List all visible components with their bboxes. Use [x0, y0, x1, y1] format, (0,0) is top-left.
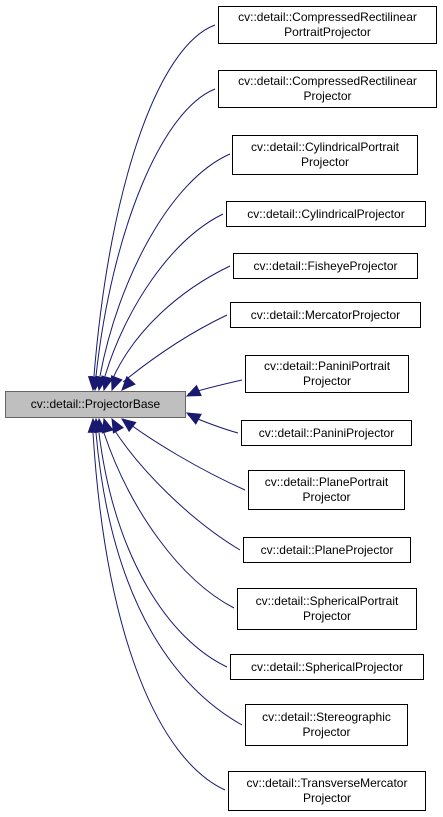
node-label: cv::detail::CylindricalProjector: [247, 206, 405, 221]
node-transverse-mercator-projector[interactable]: cv::detail::TransverseMercator Projector: [228, 771, 426, 811]
inheritance-edge: [92, 432, 226, 791]
inheritance-arrowhead: [121, 375, 136, 391]
node-label-line2: Projector: [302, 609, 352, 623]
inheritance-arrowhead: [87, 417, 101, 433]
node-label-line2: Projector: [302, 791, 352, 805]
node-label: cv::detail::FisheyeProjector: [253, 258, 398, 273]
node-label-line1: cv::detail::CompressedRectilinear: [238, 74, 417, 88]
node-cylindrical-portrait-projector[interactable]: cv::detail::CylindricalPortrait Projecto…: [232, 135, 418, 175]
inheritance-edge: [122, 314, 228, 383]
node-spherical-projector[interactable]: cv::detail::SphericalProjector: [230, 654, 424, 680]
node-compressed-rectilinear-portrait-projector[interactable]: cv::detail::CompressedRectilinear Portra…: [218, 6, 437, 44]
inheritance-edge: [98, 432, 228, 668]
inheritance-arrowhead: [185, 412, 202, 425]
inheritance-edges: [87, 24, 246, 791]
inheritance-arrowhead: [101, 375, 114, 392]
node-label-line1: cv::detail::SphericalPortrait: [255, 594, 399, 608]
node-label-line2: Projector: [303, 89, 352, 103]
node-label-line1: cv::detail::Stereographic: [262, 710, 391, 724]
inheritance-edge: [95, 432, 243, 726]
node-label: cv::detail::ProjectorBase: [30, 397, 161, 411]
inheritance-edge: [93, 24, 216, 377]
node-label: cv::detail::PlaneProjector: [260, 542, 394, 557]
node-label-line1: cv::detail::PlanePortrait: [264, 475, 389, 489]
node-panini-portrait-projector[interactable]: cv::detail::PaniniPortrait Projector: [245, 355, 409, 393]
node-mercator-projector[interactable]: cv::detail::MercatorProjector: [230, 302, 421, 328]
node-label-line2: Projector: [302, 374, 352, 388]
node-label-line2: Projector: [300, 155, 350, 169]
node-panini-projector[interactable]: cv::detail::PaniniProjector: [241, 420, 412, 446]
node-label-line1: cv::detail::TransverseMercator: [246, 776, 408, 790]
node-cylindrical-projector[interactable]: cv::detail::CylindricalProjector: [226, 201, 426, 227]
node-stereographic-projector[interactable]: cv::detail::Stereographic Projector: [245, 704, 408, 746]
inheritance-edge: [99, 153, 231, 377]
node-label-line1: cv::detail::PaniniPortrait: [263, 359, 391, 373]
node-spherical-portrait-projector[interactable]: cv::detail::SphericalPortrait Projector: [237, 588, 417, 630]
inheritance-edge: [104, 213, 224, 377]
node-label-line2: Projector: [302, 490, 351, 504]
node-label-line1: cv::detail::CompressedRectilinear: [238, 10, 417, 24]
node-label: cv::detail::MercatorProjector: [250, 307, 401, 322]
inheritance-arrowhead: [185, 384, 202, 397]
inheritance-edge: [95, 88, 216, 377]
inheritance-arrowhead: [120, 418, 137, 433]
node-label-line2: Projector: [302, 725, 351, 739]
node-compressed-rectilinear-projector[interactable]: cv::detail::CompressedRectilinear Projec…: [218, 70, 437, 108]
node-plane-portrait-projector[interactable]: cv::detail::PlanePortrait Projector: [248, 470, 405, 510]
node-label-line2: PortraitProjector: [284, 25, 371, 39]
node-projector-base[interactable]: cv::detail::ProjectorBase: [5, 391, 186, 418]
inheritance-arrowhead: [110, 375, 123, 392]
node-fisheye-projector[interactable]: cv::detail::FisheyeProjector: [233, 253, 418, 279]
node-label: cv::detail::PaniniProjector: [258, 425, 395, 440]
inheritance-arrowhead: [111, 417, 125, 434]
node-plane-projector[interactable]: cv::detail::PlaneProjector: [243, 537, 411, 563]
inheritance-edge: [103, 432, 235, 609]
inheritance-edge: [112, 427, 241, 551]
inheritance-edge: [112, 265, 231, 379]
node-label-line1: cv::detail::CylindricalPortrait: [250, 140, 400, 154]
node-label: cv::detail::SphericalProjector: [250, 659, 404, 674]
